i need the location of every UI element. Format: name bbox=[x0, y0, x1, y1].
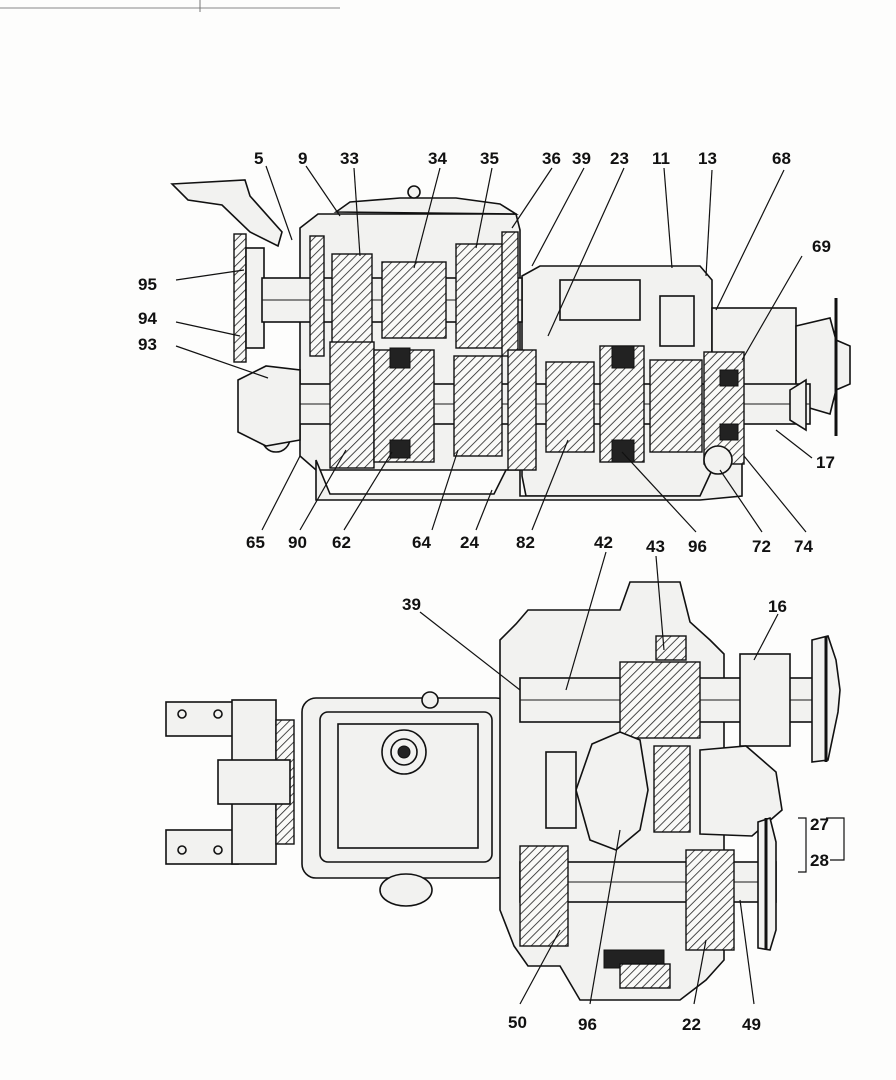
callout-42: 42 bbox=[594, 533, 613, 552]
callout-43: 43 bbox=[646, 537, 665, 556]
callout-17: 17 bbox=[816, 453, 835, 472]
callout-13: 13 bbox=[698, 149, 717, 168]
callout-28: 28 bbox=[810, 851, 829, 870]
callout-35: 35 bbox=[480, 149, 499, 168]
callout-82: 82 bbox=[516, 533, 535, 552]
callout-49: 49 bbox=[742, 1015, 761, 1034]
callout-39: 39 bbox=[572, 149, 591, 168]
callout-16: 16 bbox=[768, 597, 787, 616]
callout-68: 68 bbox=[772, 149, 791, 168]
callout-bracket-27-28 bbox=[798, 817, 807, 873]
callout-90: 90 bbox=[288, 533, 307, 552]
callout-74: 74 bbox=[794, 537, 813, 556]
callout-34: 34 bbox=[428, 149, 447, 168]
leader-lines-top bbox=[175, 165, 813, 533]
callouts-bottom: 42 43 39 16 27 28 50 96 22 49 bbox=[402, 533, 829, 1034]
callout-5: 5 bbox=[254, 149, 263, 168]
callout-94: 94 bbox=[138, 309, 157, 328]
callout-24: 24 bbox=[460, 533, 479, 552]
callout-65: 65 bbox=[246, 533, 265, 552]
mounting-bracket bbox=[170, 179, 283, 248]
callouts-top: 5 9 33 34 35 36 39 23 11 13 68 69 95 94 … bbox=[138, 149, 835, 556]
callout-22: 22 bbox=[682, 1015, 701, 1034]
callout-95: 95 bbox=[138, 275, 157, 294]
callout-93: 93 bbox=[138, 335, 157, 354]
callout-62: 62 bbox=[332, 533, 351, 552]
callout-69: 69 bbox=[812, 237, 831, 256]
bracket-plate-lower bbox=[165, 829, 239, 865]
callout-9: 9 bbox=[298, 149, 307, 168]
bottom-plan-view bbox=[165, 581, 845, 1001]
left-flange bbox=[233, 233, 247, 363]
top-section-view bbox=[170, 179, 851, 501]
callout-11: 11 bbox=[652, 149, 670, 168]
callout-27: 27 bbox=[810, 815, 829, 834]
leader-lines-bottom bbox=[419, 551, 779, 1005]
callout-33: 33 bbox=[340, 149, 359, 168]
callout-50: 50 bbox=[508, 1013, 527, 1032]
callout-36: 36 bbox=[542, 149, 561, 168]
callout-96-top: 96 bbox=[688, 537, 707, 556]
bracket-plate-upper bbox=[165, 701, 239, 737]
callout-96-bottom: 96 bbox=[578, 1015, 597, 1034]
callout-64: 64 bbox=[412, 533, 431, 552]
callout-39-bottom: 39 bbox=[402, 595, 421, 614]
callout-23: 23 bbox=[610, 149, 629, 168]
callout-72: 72 bbox=[752, 537, 771, 556]
